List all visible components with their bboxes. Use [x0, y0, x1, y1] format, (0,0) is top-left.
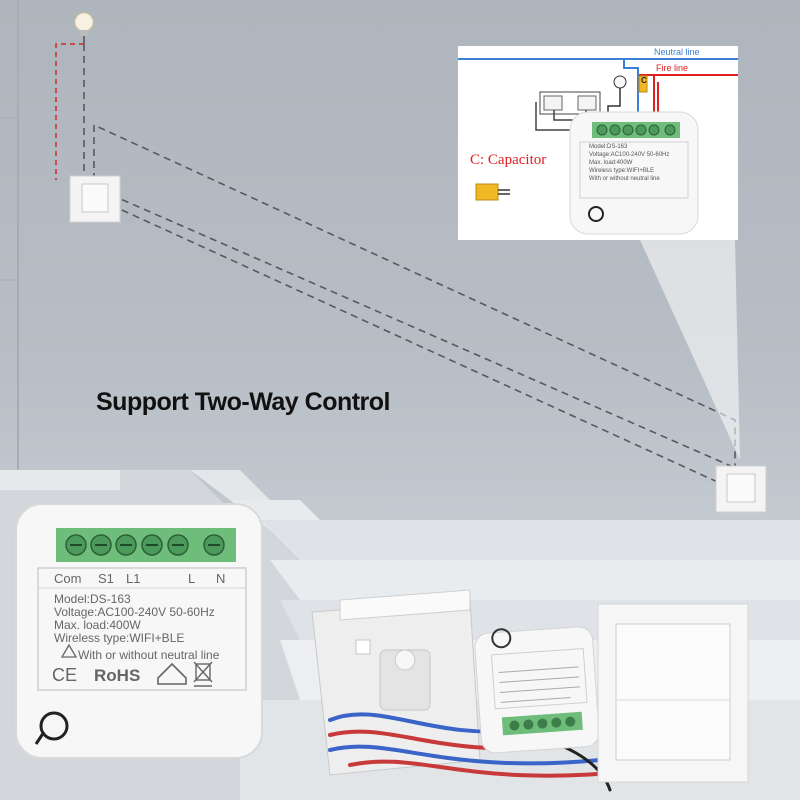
headline: Support Two-Way Control — [96, 388, 391, 416]
diagram-bulb-icon — [613, 75, 627, 89]
reset-button-icon — [39, 711, 69, 741]
neutral-note-text: With or without neutral line — [78, 648, 220, 662]
neutral-line-label: Neutral line — [654, 47, 700, 57]
module-rear — [474, 626, 600, 754]
junction-box — [311, 589, 481, 776]
rohs-mark: RoHS — [94, 666, 141, 685]
capacitor-marker: C — [641, 76, 647, 85]
capacitor-icon — [475, 183, 499, 201]
wall-switch-left — [69, 175, 121, 223]
voltage-text: Voltage:AC100-240V 50-60Hz — [54, 605, 215, 619]
module-front — [15, 503, 263, 759]
terminal-label-l1: L1 — [126, 571, 141, 586]
warning-icon — [60, 643, 78, 658]
diagram-module-labels: Model:DS-163 Voltage:AC100-240V 50-60Hz … — [589, 144, 670, 182]
capacitor-label: C: Capacitor — [470, 152, 547, 168]
terminal-label-s1: S1 — [98, 571, 114, 586]
terminal-label-l: L — [188, 571, 196, 586]
wiring-diagram-inset: Neutral line Fire line C C: Capacitor Mo… — [458, 46, 738, 240]
wireless-text: Wireless type:WIFI+BLE — [54, 631, 185, 645]
fire-line-label: Fire line — [656, 63, 689, 73]
ce-mark: CE — [52, 665, 78, 685]
wall-switch-large — [597, 603, 749, 783]
terminal-label-com: Com — [54, 571, 82, 586]
terminal-label-n: N — [216, 571, 226, 586]
max-load-text: Max. load:400W — [54, 618, 141, 632]
home-icon — [157, 662, 187, 685]
wall-switch-right — [715, 465, 767, 513]
model-text: Model:DS-163 — [54, 592, 131, 606]
lightbulb-icon — [74, 12, 94, 44]
recycle-bin-icon — [193, 661, 213, 687]
dashed-wires — [83, 44, 741, 491]
